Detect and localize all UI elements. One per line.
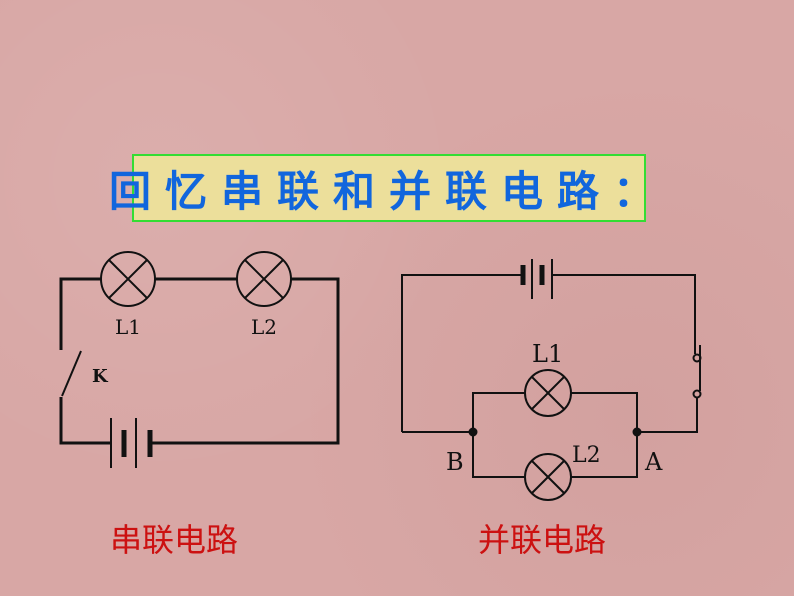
node-a — [632, 427, 642, 437]
parallel-lamp-2 — [524, 453, 572, 501]
series-battery — [110, 418, 153, 468]
slide-title: 回忆串联和并联电路： — [109, 166, 670, 216]
series-lamp-2 — [236, 251, 292, 307]
parallel-battery — [520, 259, 553, 299]
parallel-circuit — [401, 259, 702, 501]
parallel-branches — [472, 392, 638, 478]
parallel-lamp1-label: L1 — [532, 340, 563, 368]
parallel-lamp-1 — [524, 369, 572, 417]
series-lamp-1 — [100, 251, 156, 307]
series-switch-label: K — [92, 366, 109, 387]
parallel-lamp2-label: L2 — [572, 443, 601, 468]
series-circuit — [59, 251, 340, 468]
series-caption: 串联电路 — [110, 521, 239, 559]
node-a-label: A — [644, 448, 663, 476]
parallel-wire — [401, 274, 698, 433]
node-b — [468, 427, 478, 437]
parallel-caption: 并联电路 — [478, 521, 607, 559]
series-switch — [61, 350, 82, 397]
series-wire — [59, 277, 340, 445]
series-lamp2-label: L2 — [251, 315, 277, 339]
title-banner: 回忆串联和并联电路： — [109, 154, 655, 222]
node-b-label: B — [446, 448, 464, 476]
series-lamp1-label: L1 — [115, 315, 141, 339]
switch-contact — [692, 389, 702, 399]
